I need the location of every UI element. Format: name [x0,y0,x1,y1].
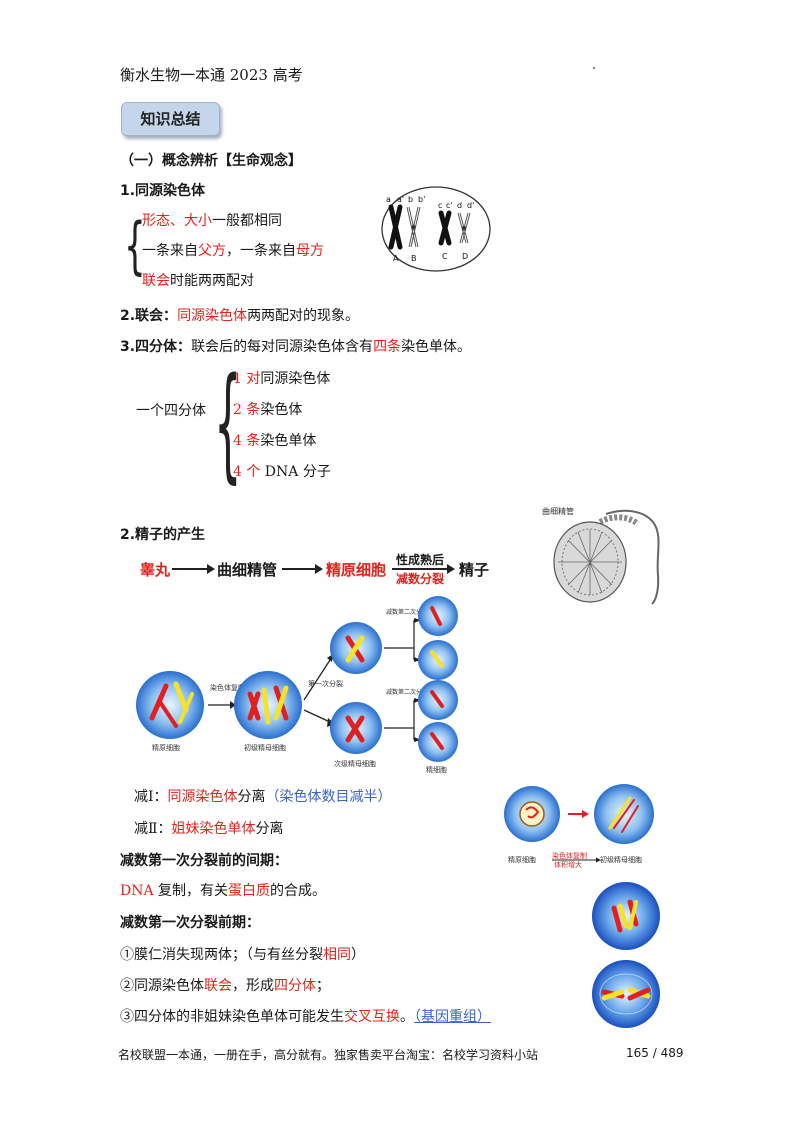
testis-label: 曲细精管 [542,506,574,516]
testis-figure: 曲细精管 [528,500,668,608]
cell-label-3: 次级精母细胞 [334,759,376,768]
tetrad-item-1: 1 对同源染色体 [233,371,331,387]
homologous-line-1: 形态、大小一般都相同 [142,213,282,229]
label-c: c [438,201,442,210]
flow-step-1: 睾丸 [140,561,171,579]
flow-label-bottom: 减数分裂 [396,572,445,586]
label-a: a [386,195,391,204]
brace-icon: { [124,209,146,282]
growth-label-mid-bottom: 体积增大 [554,860,582,869]
label-b-prime: b' [418,195,425,204]
chromosome-svg: a a' b b' c c' d d' A B C D [381,186,491,272]
flow-label-top: 性成熟后 [396,553,445,567]
label-d-prime: d' [467,201,474,210]
flow-step-3: 精原细胞 [326,561,387,579]
arrow-icon [172,568,210,570]
arrow-icon [282,568,318,570]
label-b: b [408,195,413,204]
section-heading: （一）概念辨析【生命观念】 [120,153,302,169]
tetrad-item-3: 4 条染色单体 [233,433,317,449]
prophase-title: 减数第一次分裂前期： [120,915,260,931]
interphase-line: DNA 复制，有关蛋白质的合成。 [120,883,327,899]
arrow4-label: 减数第二次分裂 [386,688,428,696]
label-C: C [442,252,448,261]
chromosome-figure: a a' b b' c c' d d' A B C D [380,185,492,273]
meiosis-2-line: 减Ⅱ：姐妹染色单体分离 [134,821,284,837]
cell-label-1: 精原细胞 [152,743,180,752]
tetrad-one: 一个四分体 [136,403,206,419]
sperm-title: 2.精子的产生 [120,527,206,543]
growth-label-mid-top: 染色体复制 [552,851,587,860]
growth-label-right: 初级精母细胞 [600,855,642,864]
label-A: A [393,254,399,263]
interphase-title: 减数第一次分裂前的间期： [120,853,288,869]
synapsis-line: 2.联会：同源染色体两两配对的现象。 [120,308,360,324]
meiosis-1-line: 减Ⅰ：同源染色体分离（染色体数目减半） [134,789,392,805]
cell-label-2: 初级精母细胞 [244,743,286,752]
flow-step-4: 精子 [459,561,490,579]
brace-icon: { [214,352,242,496]
arrow-head-icon [447,564,455,574]
arrow-head-icon [207,564,215,574]
prophase-point-1: ①膜仁消失现两体；（与有丝分裂相同） [120,947,365,963]
homologous-line-3: 联会时能两两配对 [142,273,254,289]
tetrad-item-2: 2 条染色体 [233,402,303,418]
label-c-prime: c' [446,201,453,210]
homologous-line-2: 一条来自父方，一条来自母方 [142,243,324,259]
section-badge: 知识总结 [121,102,220,136]
label-a-prime: a' [397,195,404,204]
growth-label-left: 精原细胞 [508,855,536,864]
prophase-point-2: ②同源染色体联会，形成四分体； [120,978,330,994]
prophase-point-3: ③四分体的非姐妹染色单体可能发生交叉互换。（基因重组） [120,1009,491,1025]
homologous-title: 1.同源染色体 [120,183,206,199]
flow-step-2: 曲细精管 [217,561,278,579]
arrow1-label: 染色体复制 [210,683,245,692]
meiosis-figure: 染色体复制 第一次分裂 减数第二次分裂 减数第二次分裂 [130,590,470,780]
label-D: D [462,252,468,261]
arrow3-label: 减数第二次分裂 [386,608,428,616]
label-d: d [457,201,462,210]
document-header: 衡水生物一本通 2023 高考 [120,66,303,84]
label-B: B [411,254,417,263]
page-dot [593,67,595,69]
tetrad-line: 3.四分体：联会后的每对同源染色体含有四条染色单体。 [120,339,472,355]
prophase-cell-1 [590,880,662,952]
arrow2-label: 第一次分裂 [308,679,343,688]
cell-label-4: 精细胞 [426,765,447,774]
arrow-icon [392,568,450,570]
growth-figure: 精原细胞 染色体复制 体积增大 初级精母细胞 [500,778,666,870]
prophase-cell-2 [590,958,662,1030]
tetrad-item-4: 4 个 DNA 分子 [233,464,331,480]
page-number: 165 / 489 [626,1046,684,1060]
footer-text: 名校联盟一本通，一册在手，高分就有。独家售卖平台淘宝：名校学习资料小站 [118,1048,539,1062]
arrow-head-icon [315,564,323,574]
